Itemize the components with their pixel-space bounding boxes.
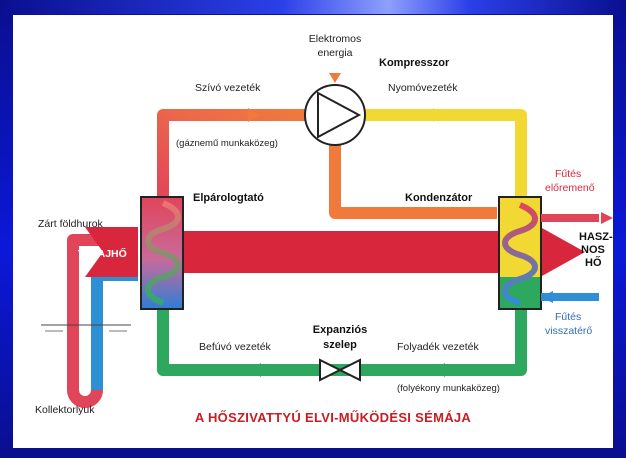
label-heating-flow-2: előremenő bbox=[545, 182, 595, 194]
evaporator-coil bbox=[145, 200, 181, 306]
discharge-pipe bbox=[365, 109, 527, 200]
ground-loop-blue bbox=[91, 269, 138, 390]
label-heating-flow-1: Fűtés bbox=[555, 168, 581, 180]
suction-pipe bbox=[157, 109, 305, 200]
label-heating-return-2: visszatérő bbox=[545, 325, 592, 337]
expansion-valve-icon-b bbox=[337, 358, 361, 382]
heat-pump-diagram: Elektromos energia Kompresszor Szívó vez… bbox=[35, 33, 613, 425]
liquid-pipe bbox=[157, 305, 527, 376]
label-suction-pipe: Szívó vezeték bbox=[195, 82, 261, 94]
ground-loop-bottom bbox=[67, 389, 103, 408]
flow-arrow-discharge bbox=[433, 108, 445, 122]
label-electric-energy-1: Elektromos bbox=[309, 33, 362, 45]
compressor-to-condenser-pipe bbox=[329, 140, 497, 219]
label-closed-ground-loop: Zárt földhurok bbox=[38, 218, 104, 230]
flow-arrow-suction bbox=[248, 108, 260, 122]
label-liquid-medium: (folyékony munkaközeg) bbox=[397, 383, 500, 394]
label-condenser: Kondenzátor bbox=[405, 192, 473, 204]
label-heating-return-1: Fűtés bbox=[555, 311, 581, 323]
label-expansion-valve-2: szelep bbox=[323, 339, 357, 351]
compressor-triangle bbox=[317, 91, 362, 139]
ground-heat-arrow bbox=[85, 227, 138, 277]
label-ground-heat: TALAJHŐ bbox=[78, 247, 127, 260]
label-electric-energy-2: energia bbox=[317, 47, 352, 59]
label-useful-heat-1: HASZ- bbox=[579, 231, 613, 243]
condenser-coil bbox=[502, 202, 538, 306]
label-useful-heat-2: NOS bbox=[581, 244, 605, 256]
title-band bbox=[0, 0, 626, 14]
heating-flow-arrow bbox=[601, 212, 613, 224]
heating-return-arrow bbox=[541, 291, 553, 303]
diagram-card: Elektromos energia Kompresszor Szívó vez… bbox=[13, 15, 613, 448]
label-compressor: Kompresszor bbox=[379, 57, 450, 69]
label-collector-hole: Kollektorlyuk bbox=[35, 404, 95, 416]
diagram-caption: A HŐSZIVATTYÚ ELVI-MŰKÖDÉSI SÉMÁJA bbox=[195, 410, 472, 425]
flow-arrow-liquid-left bbox=[249, 363, 261, 377]
label-discharge-pipe: Nyomóvezeték bbox=[388, 82, 458, 94]
label-evaporator: Elpárologtató bbox=[193, 192, 264, 204]
flow-arrow-liquid-right bbox=[433, 363, 445, 377]
label-expansion-valve-1: Expanziós bbox=[313, 324, 367, 336]
label-gaseous-medium: (gáznemű munkaközeg) bbox=[176, 138, 278, 149]
heat-band bbox=[158, 223, 585, 281]
label-liquid-pipe: Folyadék vezeték bbox=[397, 341, 479, 353]
condenser-outline bbox=[498, 196, 542, 310]
expansion-valve-icon bbox=[319, 358, 343, 382]
label-blow-in-pipe: Befúvó vezeték bbox=[199, 341, 272, 353]
electric-energy-arrow bbox=[329, 73, 341, 83]
label-useful-heat-3: HŐ bbox=[585, 256, 602, 269]
